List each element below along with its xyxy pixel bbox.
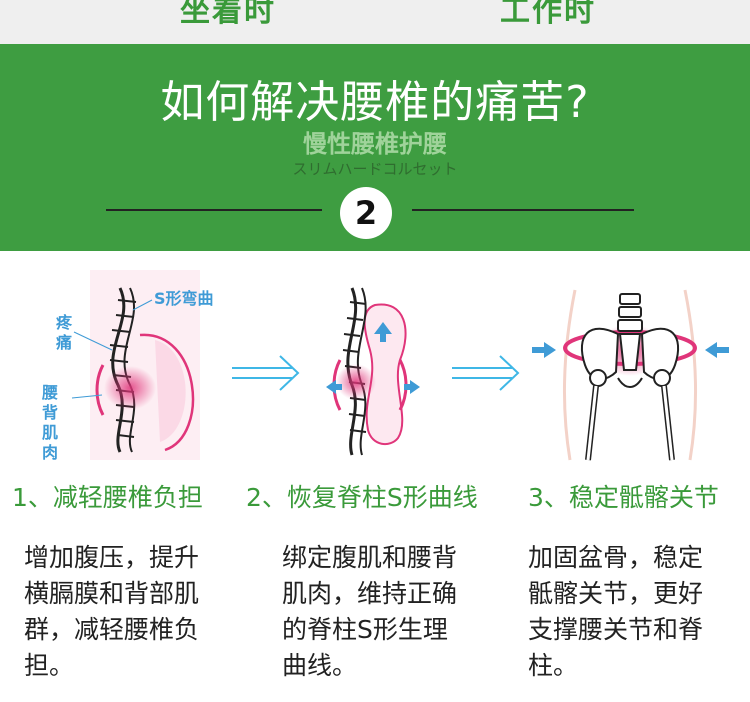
divider-left — [106, 209, 322, 211]
benefit-description-1: 增加腹压，提升 横膈膜和背部肌 群，减轻腰椎负 担。 — [24, 540, 199, 684]
desc-line: 柱。 — [528, 651, 579, 680]
muscle-label-2: 背 — [42, 403, 58, 422]
pain-label-2: 痛 — [55, 333, 72, 352]
step-number-badge: 2 — [340, 187, 392, 239]
hero-subtitle: 慢性腰椎护腰 — [303, 130, 447, 158]
benefit-description-3: 加固盆骨，稳定 骶髂关节，更好 支撑腰关节和脊 柱。 — [528, 540, 703, 684]
pelvis-illustration — [532, 289, 729, 461]
page-title: 如何解决腰椎的痛苦? — [160, 77, 590, 128]
compress-arrow-icons — [326, 322, 420, 394]
desc-line: 支撑腰关节和脊 — [528, 615, 704, 644]
benefit-title-3: 3、稳定骶髂关节 — [528, 483, 719, 512]
benefit-title-1: 1、减轻腰椎负担 — [12, 483, 203, 512]
tab-working: 工作时 — [500, 0, 596, 29]
pain-label-1: 疼 — [56, 313, 73, 332]
benefit-title-2: 2、恢复脊柱S形曲线 — [246, 483, 478, 512]
divider-right — [412, 209, 634, 211]
muscle-label-1: 腰 — [42, 383, 58, 402]
desc-line: 肌肉，维持正确 — [282, 579, 458, 608]
illustration-strip: S形弯曲 疼 痛 腰 背 肌 肉 — [42, 270, 729, 462]
desc-line: 绑定腹肌和腰背 — [282, 543, 458, 572]
tab-sitting: 坐着时 — [180, 0, 276, 29]
hero-japanese-caption: スリムハードコルセット — [292, 160, 458, 178]
s-curve-label: S形弯曲 — [154, 289, 214, 308]
desc-line: 骶髂关节，更好 — [528, 579, 704, 608]
desc-line: 担。 — [24, 651, 75, 680]
benefit-description-2: 绑定腹肌和腰背 肌肉，维持正确 的脊柱S形生理 曲线。 — [282, 540, 457, 684]
muscle-label-4: 肉 — [42, 443, 58, 462]
desc-line: 增加腹压，提升 — [24, 543, 200, 572]
desc-line: 曲线。 — [282, 651, 358, 680]
desc-line: 群，减轻腰椎负 — [24, 615, 200, 644]
spine-restored-illustration — [326, 287, 420, 456]
desc-line: 的脊柱S形生理 — [282, 615, 448, 644]
desc-line: 加固盆骨，稳定 — [528, 543, 704, 572]
squeeze-arrow-icons — [532, 342, 729, 358]
arrow-right-icon — [232, 355, 300, 391]
previous-section-strip: 坐着时 工作时 — [0, 0, 750, 44]
arrow-right-icon-2 — [452, 355, 520, 391]
desc-line: 横膈膜和背部肌 — [24, 579, 200, 608]
muscle-label-3: 肌 — [42, 423, 58, 442]
hero-banner: 如何解决腰椎的痛苦? 慢性腰椎护腰 スリムハードコルセット 2 — [0, 44, 750, 251]
spine-pain-illustration: S形弯曲 疼 痛 腰 背 肌 肉 — [42, 270, 214, 462]
